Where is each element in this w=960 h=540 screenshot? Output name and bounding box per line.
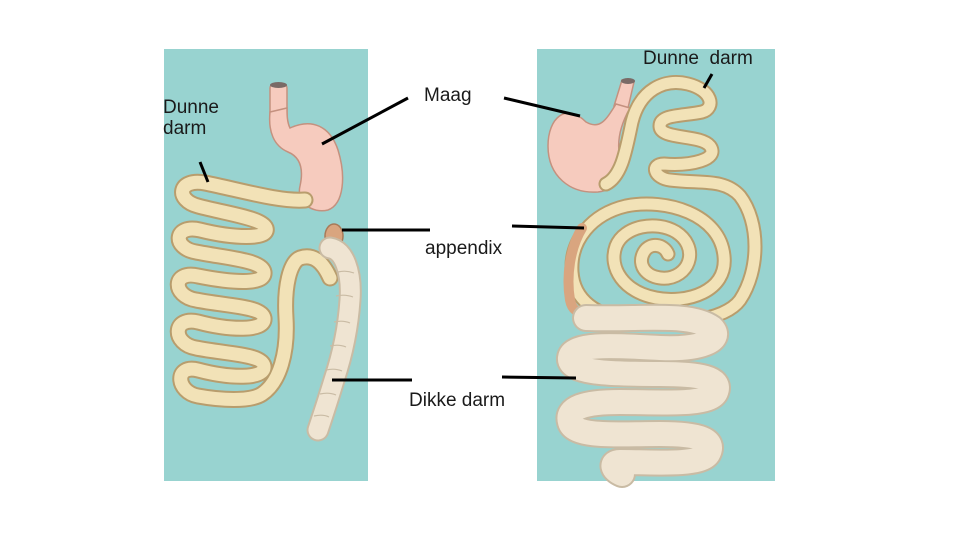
label-appendix: appendix [425,238,503,259]
label-dunne-darm-left-line2: darm [163,117,207,139]
leader-line-appendix-right [511,224,585,230]
label-dunne-darm-right: Dunne darm [643,48,753,69]
leader-line-maag-left [321,96,409,146]
label-maag: Maag [424,85,472,106]
left-stomach [268,107,344,212]
label-dunne-darm-left: Dunne darm [163,97,243,140]
label-dunne-darm-left-line1: Dunne [163,97,219,118]
right-large-intestine [555,303,731,488]
leader-line-dunne-darm-right [702,73,714,89]
label-dikke-darm: Dikke darm [409,390,506,411]
leader-line-maag-right [503,96,581,118]
left-large-intestine [306,236,362,442]
leader-line-dunne-darm-left [198,161,210,183]
leader-line-dikke-darm-right [501,375,577,380]
left-small-intestine [169,173,339,408]
